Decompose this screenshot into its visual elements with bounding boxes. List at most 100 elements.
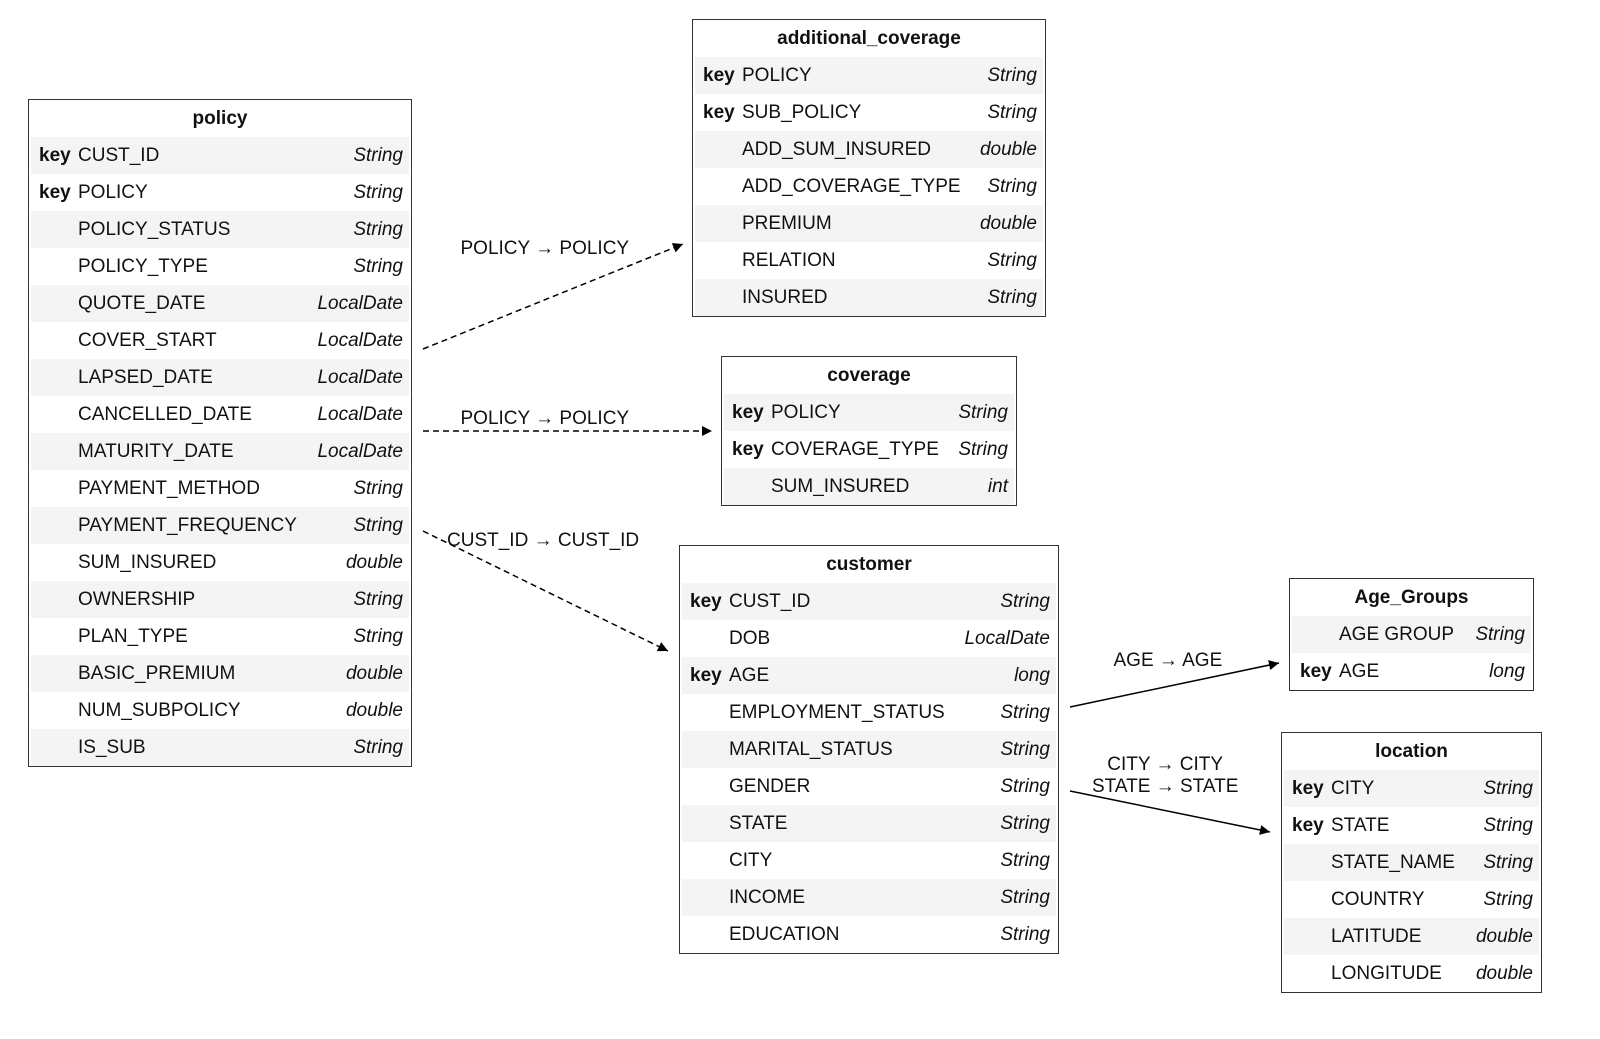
- field-name: MARITAL_STATUS: [729, 738, 893, 760]
- relationship-label: AGE → AGE: [1114, 650, 1223, 672]
- field-name: GENDER: [729, 775, 811, 797]
- field-type: double: [979, 212, 1037, 234]
- field-row[interactable]: PLAN_TYPE String: [31, 618, 409, 655]
- field-type: String: [353, 218, 403, 240]
- field-type: String: [1000, 812, 1050, 834]
- field-name: AGE: [1339, 660, 1380, 682]
- primary-key-marker: key: [703, 64, 735, 86]
- field-name: CITY: [1331, 777, 1375, 799]
- field-row[interactable]: PAYMENT_FREQUENCY String: [31, 507, 409, 544]
- primary-key-marker: key: [690, 590, 722, 612]
- relationship-label-line: POLICY → POLICY: [460, 238, 630, 259]
- field-name: STATE_NAME: [1331, 851, 1455, 873]
- field-type: String: [353, 625, 403, 647]
- field-type: LocalDate: [317, 403, 403, 425]
- relationship-label-line: STATE → STATE: [1092, 776, 1239, 797]
- primary-key-marker: key: [39, 181, 71, 203]
- field-type: String: [353, 514, 403, 536]
- field-type: double: [979, 138, 1037, 160]
- field-row[interactable]: PREMIUM double: [695, 205, 1043, 242]
- field-name: EDUCATION: [729, 923, 840, 945]
- field-name: PAYMENT_FREQUENCY: [78, 514, 297, 536]
- relationship-label: CUST_ID → CUST_ID: [447, 530, 639, 552]
- primary-key-marker: key: [1300, 660, 1332, 682]
- field-type: double: [345, 699, 403, 721]
- field-name: COVER_START: [78, 329, 217, 351]
- field-row[interactable]: MARITAL_STATUS String: [682, 731, 1056, 768]
- field-type: String: [353, 255, 403, 277]
- field-name: AGE GROUP: [1339, 623, 1455, 645]
- field-type: long: [1014, 664, 1050, 686]
- field-name: IS_SUB: [78, 736, 146, 758]
- field-type: String: [987, 249, 1037, 271]
- field-row[interactable]: GENDER String: [682, 768, 1056, 805]
- field-name: ADD_SUM_INSURED: [742, 138, 931, 160]
- field-type: String: [1000, 738, 1050, 760]
- field-name: POLICY_STATUS: [78, 218, 231, 240]
- field-type: double: [1475, 925, 1533, 947]
- field-type: String: [353, 588, 403, 610]
- field-row[interactable]: OWNERSHIP String: [31, 581, 409, 618]
- field-type: String: [1000, 775, 1050, 797]
- field-row[interactable]: ADD_SUM_INSURED double: [695, 131, 1043, 168]
- field-type: String: [987, 64, 1037, 86]
- relationship-label-line: CITY → CITY: [1107, 754, 1224, 775]
- field-name: OWNERSHIP: [78, 588, 196, 610]
- relationship-label-line: CUST_ID → CUST_ID: [447, 530, 640, 551]
- field-name: COVERAGE_TYPE: [771, 438, 939, 460]
- field-type: String: [1000, 590, 1050, 612]
- field-name: PREMIUM: [742, 212, 832, 234]
- table-title: policy: [192, 108, 248, 129]
- field-row[interactable]: POLICY_STATUS String: [31, 211, 409, 248]
- field-name: PLAN_TYPE: [78, 625, 188, 647]
- table-title: additional_coverage: [777, 28, 961, 49]
- field-name: LAPSED_DATE: [78, 366, 213, 388]
- primary-key-marker: key: [732, 438, 764, 460]
- field-type: String: [1000, 701, 1050, 723]
- field-type: String: [353, 181, 403, 203]
